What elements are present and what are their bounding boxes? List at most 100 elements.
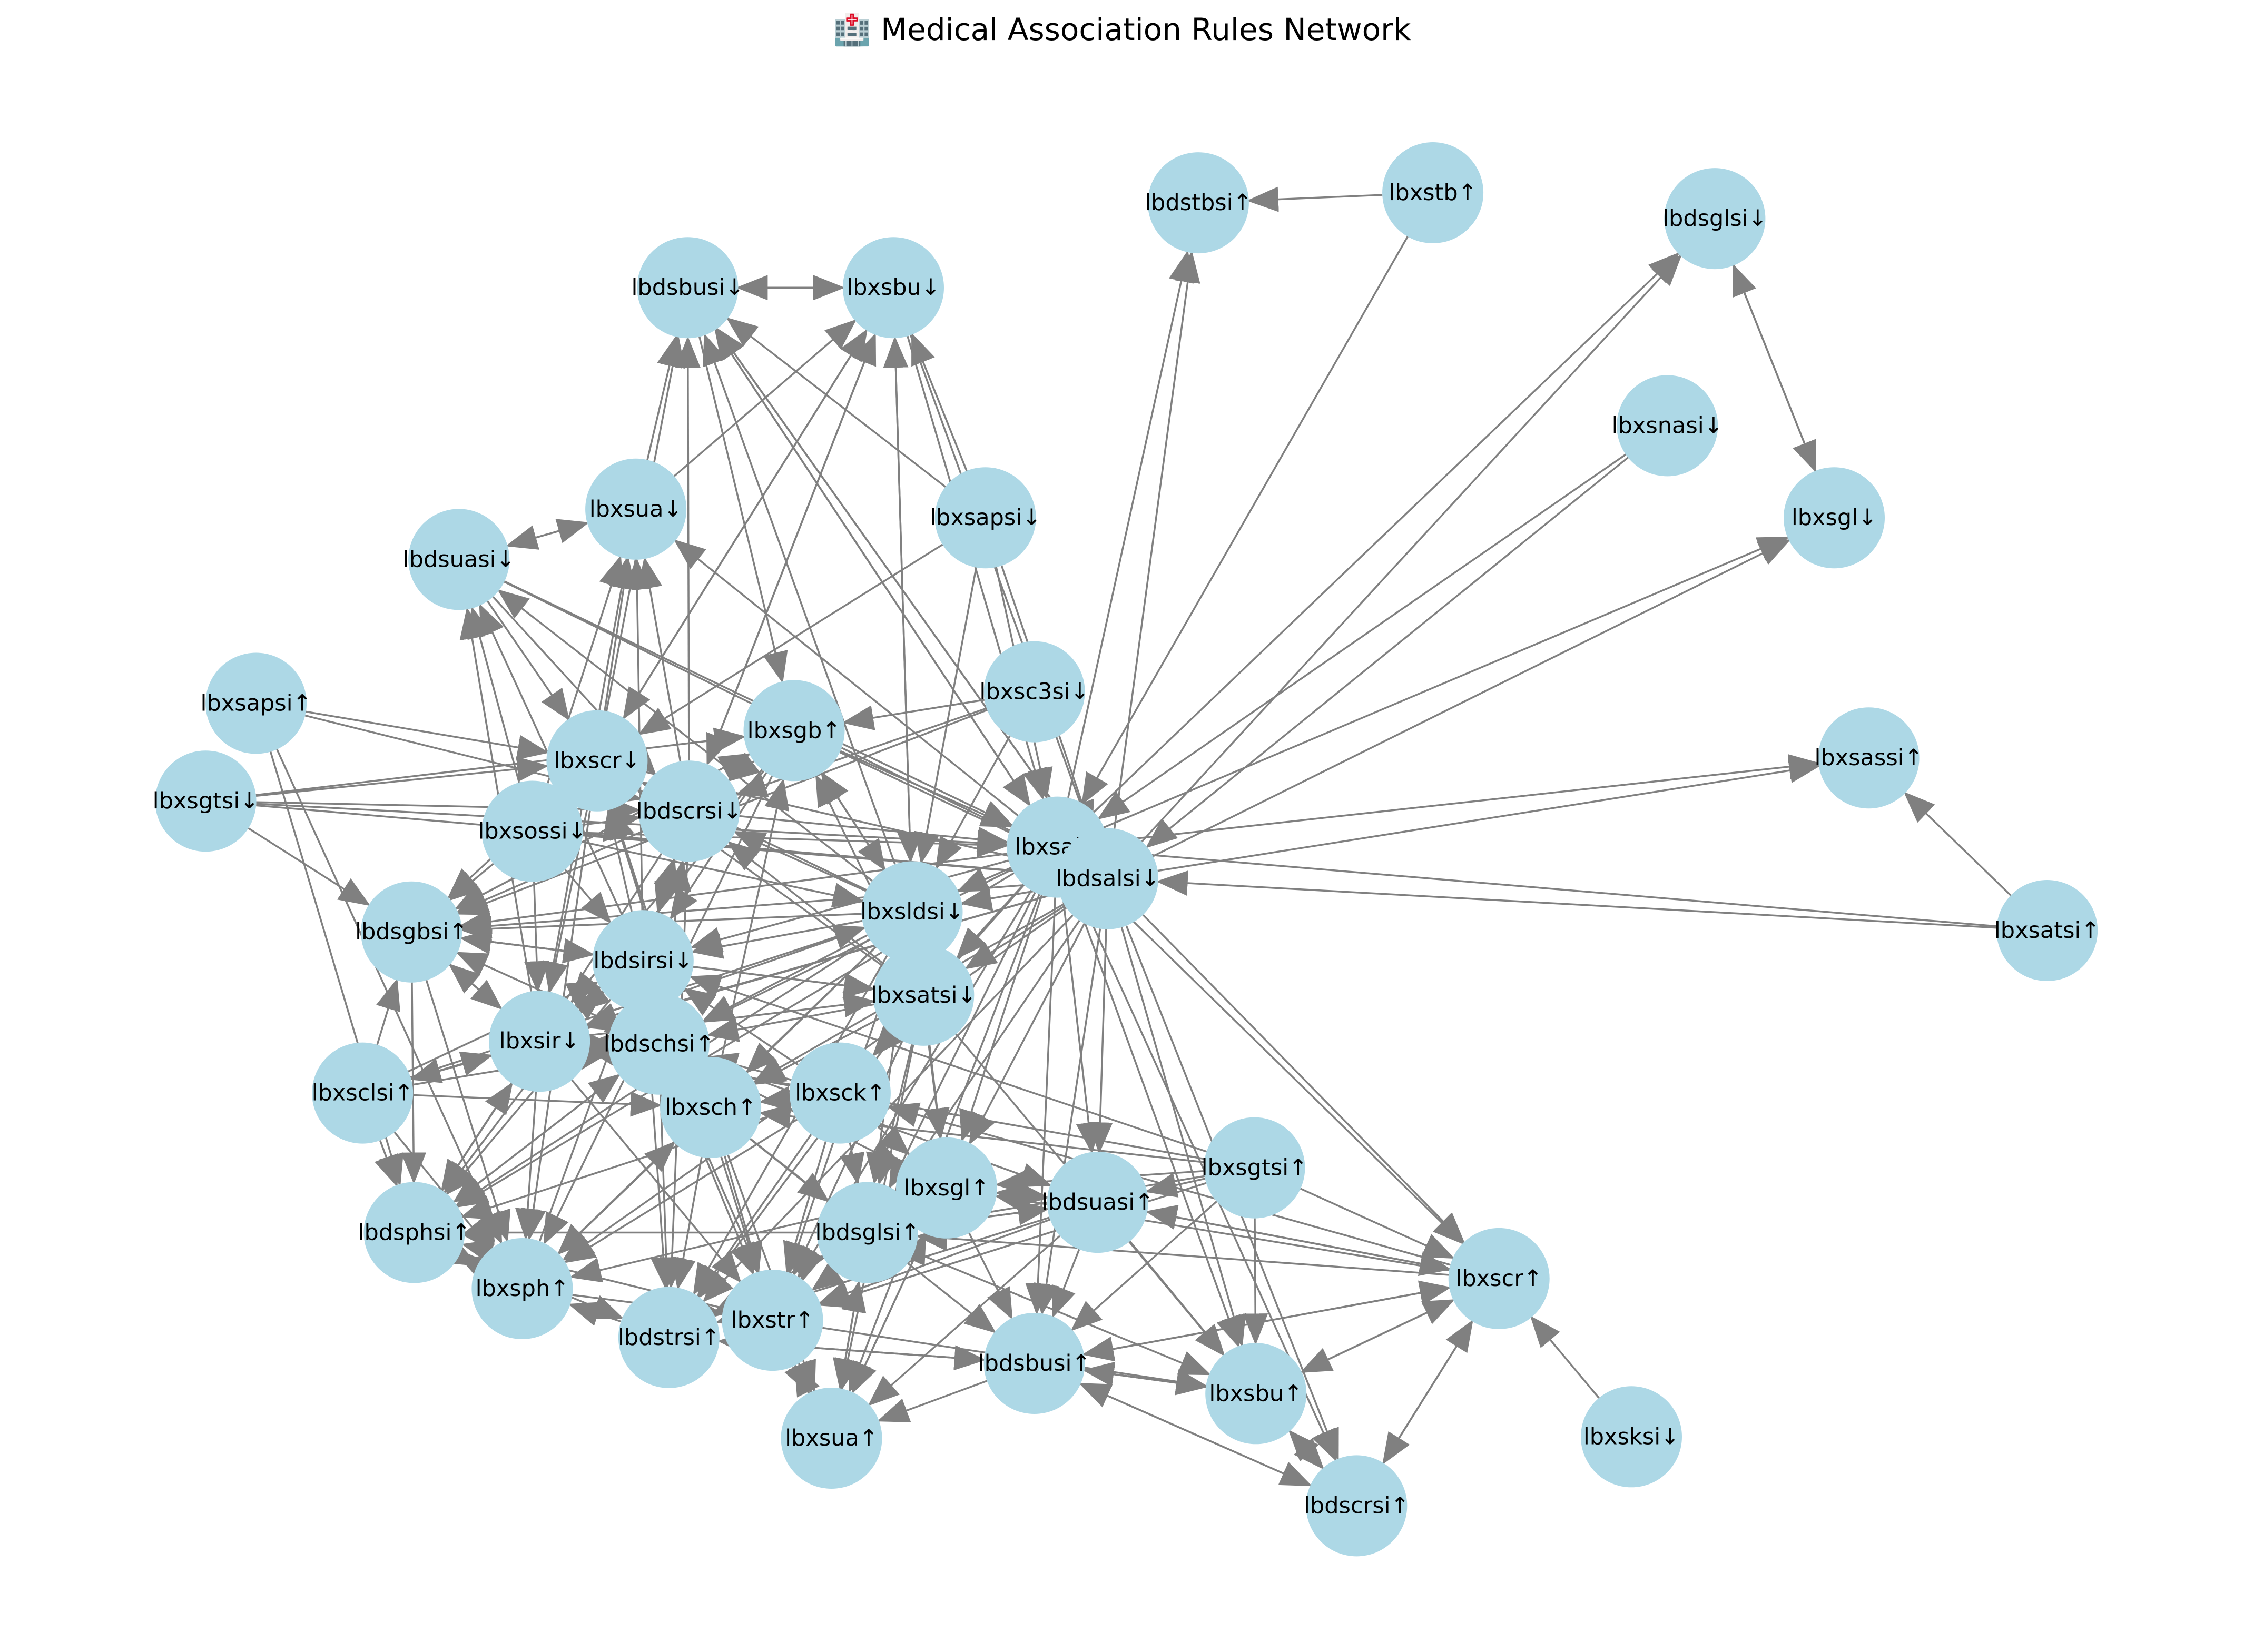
node-circle[interactable] <box>155 750 257 852</box>
edge-lbdsalsi_down-to-lbdsbusi_up <box>1034 928 1101 1316</box>
node-lbdstbsi_up[interactable]: lbdstbsi↑ <box>1145 152 1252 254</box>
node-circle[interactable] <box>1382 142 1484 243</box>
node-label: lbdscrsi↑ <box>1304 1492 1410 1519</box>
node-lbxsassi_up[interactable]: lbxsassi↑ <box>1814 707 1923 809</box>
node-circle[interactable] <box>1617 375 1718 477</box>
node-label: lbdsgbsi↑ <box>355 919 468 945</box>
node-circle[interactable] <box>1581 1386 1682 1488</box>
node-circle[interactable] <box>1818 707 1920 809</box>
node-lbxsck_up[interactable]: lbxsck↑ <box>789 1042 891 1144</box>
node-lbxsksi_down[interactable]: lbxsksi↓ <box>1581 1386 1682 1488</box>
node-circle[interactable] <box>861 861 963 963</box>
node-lbdsglsi_up[interactable]: lbdsglsi↑ <box>815 1182 920 1283</box>
node-circle[interactable] <box>489 991 590 1092</box>
node-lbxstb_up[interactable]: lbxstb↑ <box>1382 142 1484 243</box>
node-lbdscrsi_down[interactable]: lbdscrsi↓ <box>636 760 742 862</box>
node-circle[interactable] <box>585 458 687 560</box>
node-lbxsua_down[interactable]: lbxsua↓ <box>585 458 687 560</box>
node-circle[interactable] <box>843 237 944 339</box>
node-lbdscrsi_up[interactable]: lbdscrsi↑ <box>1304 1455 1410 1557</box>
node-label: lbxsgtsi↑ <box>1202 1155 1308 1181</box>
node-circle[interactable] <box>205 652 307 754</box>
node-lbxsldsi_down[interactable]: lbxsldsi↓ <box>860 861 964 963</box>
node-lbxsbu_up[interactable]: lbxsbu↑ <box>1205 1343 1307 1445</box>
node-lbxstr_up[interactable]: lbxstr↑ <box>722 1270 823 1371</box>
node-circle[interactable] <box>873 944 975 1046</box>
node-circle[interactable] <box>789 1042 891 1144</box>
node-lbdsphsi_up[interactable]: lbdsphsi↑ <box>358 1182 471 1283</box>
node-circle[interactable] <box>1996 880 2098 981</box>
node-circle[interactable] <box>546 710 648 812</box>
node-circle[interactable] <box>1664 168 1766 270</box>
node-circle[interactable] <box>1784 467 1885 569</box>
node-lbdsirsi_down[interactable]: lbdsirsi↓ <box>592 910 694 1012</box>
node-circle[interactable] <box>743 680 845 782</box>
node-label: lbdsuasi↓ <box>403 546 515 572</box>
edge-lbxsapsi_down-to-lbxsbu_down <box>911 332 968 471</box>
node-circle[interactable] <box>361 881 462 983</box>
edge-lbdsalsi_down-to-lbxsbu_up <box>1120 927 1246 1347</box>
node-circle[interactable] <box>481 780 583 882</box>
node-circle[interactable] <box>896 1137 997 1239</box>
node-circle[interactable] <box>471 1238 573 1339</box>
node-circle[interactable] <box>934 467 1036 569</box>
node-circle[interactable] <box>592 910 694 1012</box>
node-lbxsir_down[interactable]: lbxsir↓ <box>489 991 590 1092</box>
node-lbxsch_up[interactable]: lbxsch↑ <box>660 1056 762 1158</box>
node-lbxsapsi_up[interactable]: lbxsapsi↑ <box>201 652 312 754</box>
node-circle[interactable] <box>1204 1117 1305 1219</box>
node-label: lbxsatsi↓ <box>871 982 977 1008</box>
node-lbdsgbsi_up[interactable]: lbdsgbsi↑ <box>355 881 468 983</box>
node-lbdsglsi_down[interactable]: lbdsglsi↓ <box>1662 168 1767 270</box>
node-lbxsgtsi_up[interactable]: lbxsgtsi↑ <box>1202 1117 1308 1219</box>
node-lbdsbusi_up[interactable]: lbdsbusi↑ <box>978 1313 1091 1414</box>
node-circle[interactable] <box>637 237 739 339</box>
node-lbdsalsi_down[interactable]: lbdsalsi↓ <box>1056 828 1160 929</box>
node-lbdschsi_up[interactable]: lbdschsi↑ <box>604 993 714 1095</box>
edge-lbdsalsi_down-to-lbxsassi_up <box>1157 758 1821 872</box>
node-circle[interactable] <box>983 1313 1085 1414</box>
edge-lbdsuasi_up-to-lbdsbusi_up <box>1051 1249 1080 1319</box>
node-lbxscr_up[interactable]: lbxscr↑ <box>1448 1228 1550 1329</box>
node-lbxsgl_down[interactable]: lbxsgl↓ <box>1784 467 1885 569</box>
node-circle[interactable] <box>983 641 1085 743</box>
node-circle[interactable] <box>1147 152 1249 254</box>
node-lbxsbu_down[interactable]: lbxsbu↓ <box>843 237 944 339</box>
node-circle[interactable] <box>408 509 510 610</box>
node-lbdsbusi_down[interactable]: lbdsbusi↓ <box>631 237 744 339</box>
node-circle[interactable] <box>722 1270 823 1371</box>
edge-lbxsc3si_down-to-lbxsgb_up <box>842 699 985 730</box>
node-circle[interactable] <box>618 1287 720 1388</box>
node-circle[interactable] <box>638 760 740 862</box>
node-circle[interactable] <box>816 1182 918 1283</box>
node-circle[interactable] <box>1448 1228 1550 1329</box>
node-lbxsossi_down[interactable]: lbxsossi↓ <box>478 780 587 882</box>
node-label: lbxsgtsi↓ <box>153 788 259 814</box>
node-lbdsuasi_up[interactable]: lbdsuasi↑ <box>1041 1152 1154 1253</box>
node-circle[interactable] <box>312 1042 414 1144</box>
node-lbxsatsi_down[interactable]: lbxsatsi↓ <box>871 944 977 1046</box>
node-circle[interactable] <box>1057 828 1158 929</box>
node-circle[interactable] <box>1205 1343 1307 1445</box>
node-circle[interactable] <box>1306 1455 1408 1557</box>
node-circle[interactable] <box>363 1182 465 1283</box>
node-lbdsuasi_down[interactable]: lbdsuasi↓ <box>403 509 515 610</box>
node-lbxscr_down[interactable]: lbxscr↓ <box>546 710 648 812</box>
node-label: lbxsgl↓ <box>1792 504 1877 531</box>
node-lbxsgtsi_down[interactable]: lbxsgtsi↓ <box>153 750 259 852</box>
node-circle[interactable] <box>660 1056 762 1158</box>
node-lbxsclsi_up[interactable]: lbxsclsi↑ <box>312 1042 414 1144</box>
node-lbxsatsi_up[interactable]: lbxsatsi↑ <box>1994 880 2100 981</box>
node-lbxsnasi_down[interactable]: lbxsnasi↓ <box>1612 375 1723 477</box>
node-circle[interactable] <box>1047 1152 1148 1253</box>
node-circle[interactable] <box>781 1388 882 1489</box>
node-lbxsph_up[interactable]: lbxsph↑ <box>471 1238 573 1339</box>
node-lbxsc3si_down[interactable]: lbxsc3si↓ <box>979 641 1089 743</box>
node-lbxsgl_up[interactable]: lbxsgl↑ <box>896 1137 997 1239</box>
node-lbdstrsi_up[interactable]: lbdstrsi↑ <box>618 1287 720 1388</box>
node-lbxsgb_up[interactable]: lbxsgb↑ <box>743 680 845 782</box>
node-lbxsua_up[interactable]: lbxsua↑ <box>781 1388 882 1489</box>
node-lbxsapsi_down[interactable]: lbxsapsi↓ <box>930 467 1041 569</box>
edge-lbxscr_up-to-lbxsck_up <box>887 1102 1451 1266</box>
